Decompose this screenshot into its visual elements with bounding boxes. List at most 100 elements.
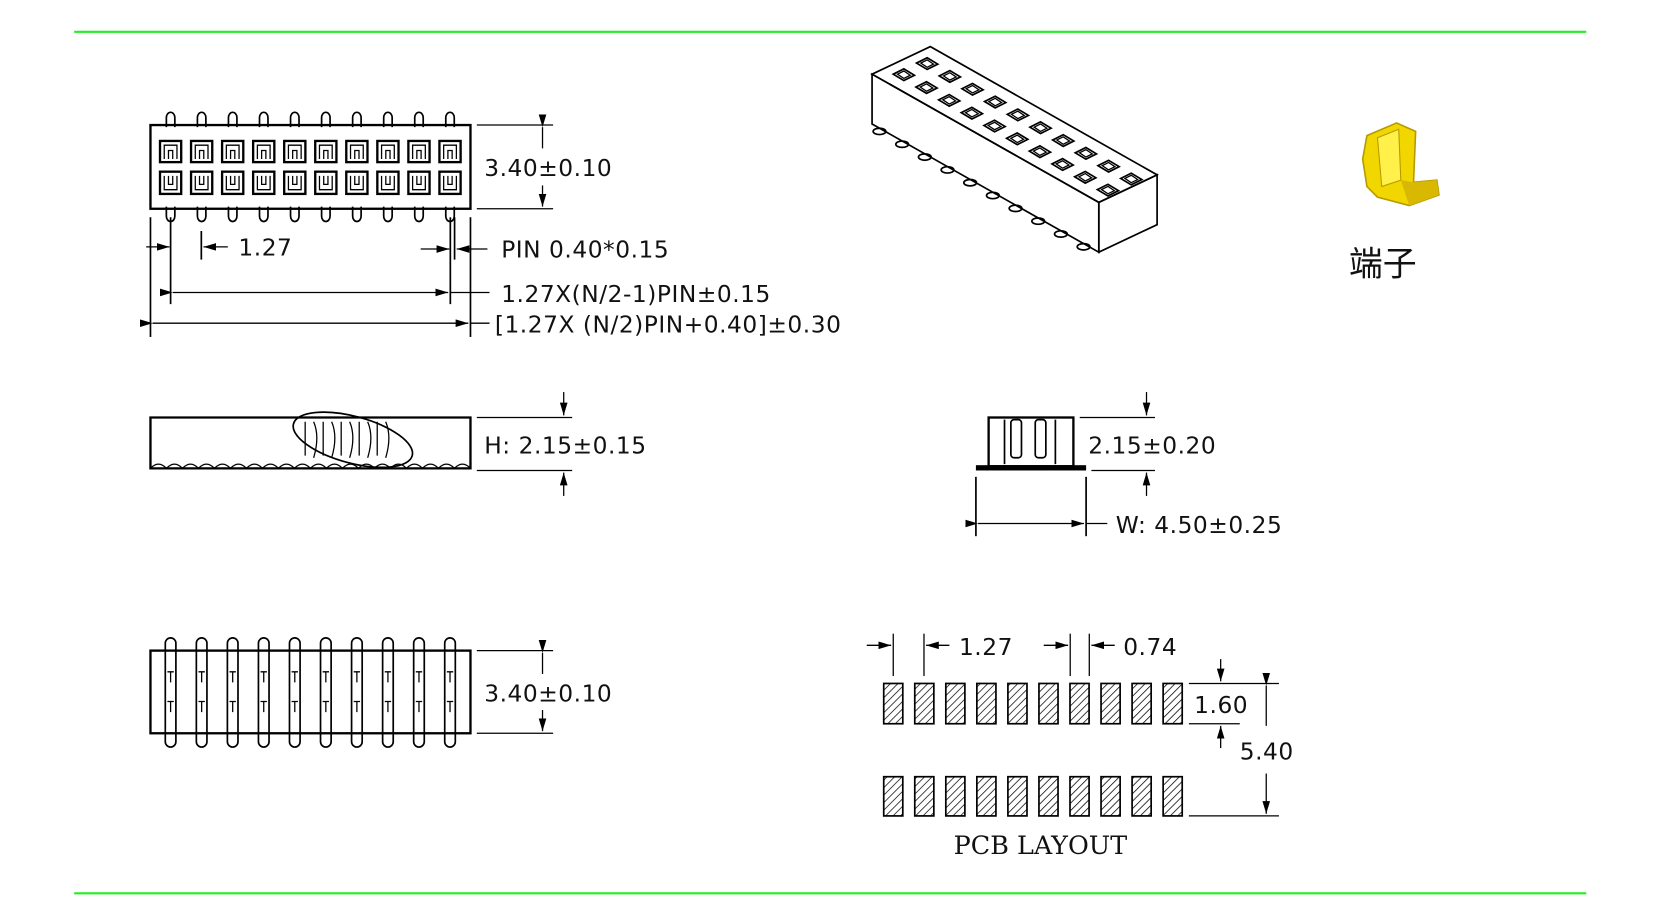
iso-hole-inner (1032, 123, 1049, 133)
bottom-pin (164, 637, 177, 748)
iso-hole-inner (1078, 148, 1094, 158)
contact-spring (163, 144, 178, 159)
pin-top (165, 111, 176, 128)
contact-spring (443, 144, 458, 159)
bottom-pin-mark (415, 671, 423, 713)
iso-hole (1073, 146, 1099, 161)
side-height-dim: H: 2.15±0.15 (484, 433, 646, 460)
contact-spring (287, 144, 302, 159)
pcb-pad (1162, 775, 1184, 817)
contact-spring (318, 144, 333, 159)
iso-hole (982, 119, 1007, 133)
contact-slot (314, 170, 338, 196)
contact-slot (407, 139, 431, 164)
iso-hole (1095, 183, 1121, 197)
pcb-pad (1162, 682, 1184, 725)
pin-bottom (351, 206, 362, 223)
pcb-pad (1007, 682, 1028, 725)
iso-hole (1028, 120, 1053, 135)
overall-length-dim: [1.27X (N/2)PIN+0.40]±0.30 (495, 312, 842, 339)
contact-spring (349, 144, 364, 159)
bottom-pin (288, 637, 301, 748)
contact-spring (225, 144, 240, 159)
pad-width-dim: 0.74 (1123, 634, 1177, 661)
contact-slot (189, 170, 214, 196)
bottom-pin-mark (384, 671, 392, 713)
pin-bottom (196, 206, 207, 223)
pcb-layout: 1.27 0.74 1.60 5.40 PCB LAYOUT (866, 633, 1294, 860)
bottom-pin-mark (229, 671, 236, 713)
iso-hole (914, 80, 939, 95)
contact-slot (283, 139, 307, 164)
bottom-pin-mark (446, 671, 454, 713)
contact-slot (283, 170, 307, 196)
pin-top (320, 111, 331, 128)
iso-hole (937, 69, 963, 84)
top-pitch-dim: 1.27 (238, 234, 292, 261)
bottom-pin-mark (198, 671, 205, 713)
iso-hole (891, 67, 917, 82)
pin-span-dim: 1.27X(N/2-1)PIN±0.15 (501, 281, 771, 308)
pcb-pad (1131, 682, 1153, 725)
pcb-layout-title: PCB LAYOUT (954, 830, 1128, 860)
iso-hole (1050, 133, 1076, 148)
contact-spring (225, 175, 240, 191)
iso-hole (1118, 172, 1144, 186)
pin-size-dim: PIN 0.40*0.15 (501, 237, 669, 264)
pin-top (444, 111, 456, 128)
bottom-pin-mark (260, 671, 267, 713)
contact-spring (287, 175, 302, 191)
contact-spring (380, 144, 395, 159)
contact-slot (314, 139, 338, 164)
iso-hole (1027, 144, 1053, 159)
iso-hole (1004, 132, 1030, 146)
iso-hole-inner (941, 95, 957, 105)
pcb-pad (1131, 775, 1153, 817)
pcb-pad (944, 682, 966, 725)
bottom-pin-mark (291, 671, 298, 713)
pcb-pad (944, 775, 966, 817)
pin-bottom (382, 206, 394, 223)
isometric-view (870, 45, 1159, 254)
iso-hole-inner (919, 59, 935, 69)
iso-hole (960, 82, 985, 97)
iso-hole (1096, 159, 1121, 173)
bottom-pin (381, 637, 395, 748)
pcb-pad (1100, 682, 1121, 725)
iso-hole-inner (1032, 147, 1048, 157)
contact-spring (256, 175, 271, 191)
pin-bottom (289, 206, 300, 223)
bottom-pin-mark (167, 671, 174, 713)
terminal-label: 端子 (1349, 245, 1417, 284)
contact-spring (194, 144, 209, 159)
bottom-pin (412, 637, 426, 748)
cutaway-contact (304, 421, 318, 458)
contact-slot (251, 170, 276, 196)
pin-bottom (258, 206, 269, 223)
pcb-pad (882, 682, 904, 725)
bottom-view: 3.40±0.10 (149, 637, 612, 748)
contact-slot (376, 139, 400, 164)
iso-hole (914, 56, 940, 71)
contact-slot (189, 139, 214, 164)
contact-slot (345, 170, 369, 196)
contact-spring (443, 175, 458, 191)
contact-slot (251, 139, 276, 164)
top-view: 3.40±0.10 1.27 PIN 0.40*0.15 1.27X(N/2-1… (139, 111, 842, 339)
bottom-pin (226, 637, 239, 748)
iso-hole-inner (1009, 134, 1025, 144)
contact-slot (345, 139, 369, 164)
pin-top (413, 111, 425, 128)
contact-spring (194, 175, 209, 191)
contact-slot (158, 139, 183, 164)
row-span-dim: 5.40 (1240, 739, 1294, 766)
top-height-dim: 3.40±0.10 (484, 155, 612, 182)
iso-hole-inner (1100, 185, 1116, 195)
bottom-pin (350, 637, 364, 748)
contact-spring (256, 144, 271, 159)
iso-hole-inner (964, 84, 981, 94)
iso-hole-inner (896, 70, 912, 80)
iso-hole-inner (1010, 110, 1026, 120)
iso-hole-inner (1054, 160, 1071, 169)
bottom-pin (443, 637, 457, 748)
